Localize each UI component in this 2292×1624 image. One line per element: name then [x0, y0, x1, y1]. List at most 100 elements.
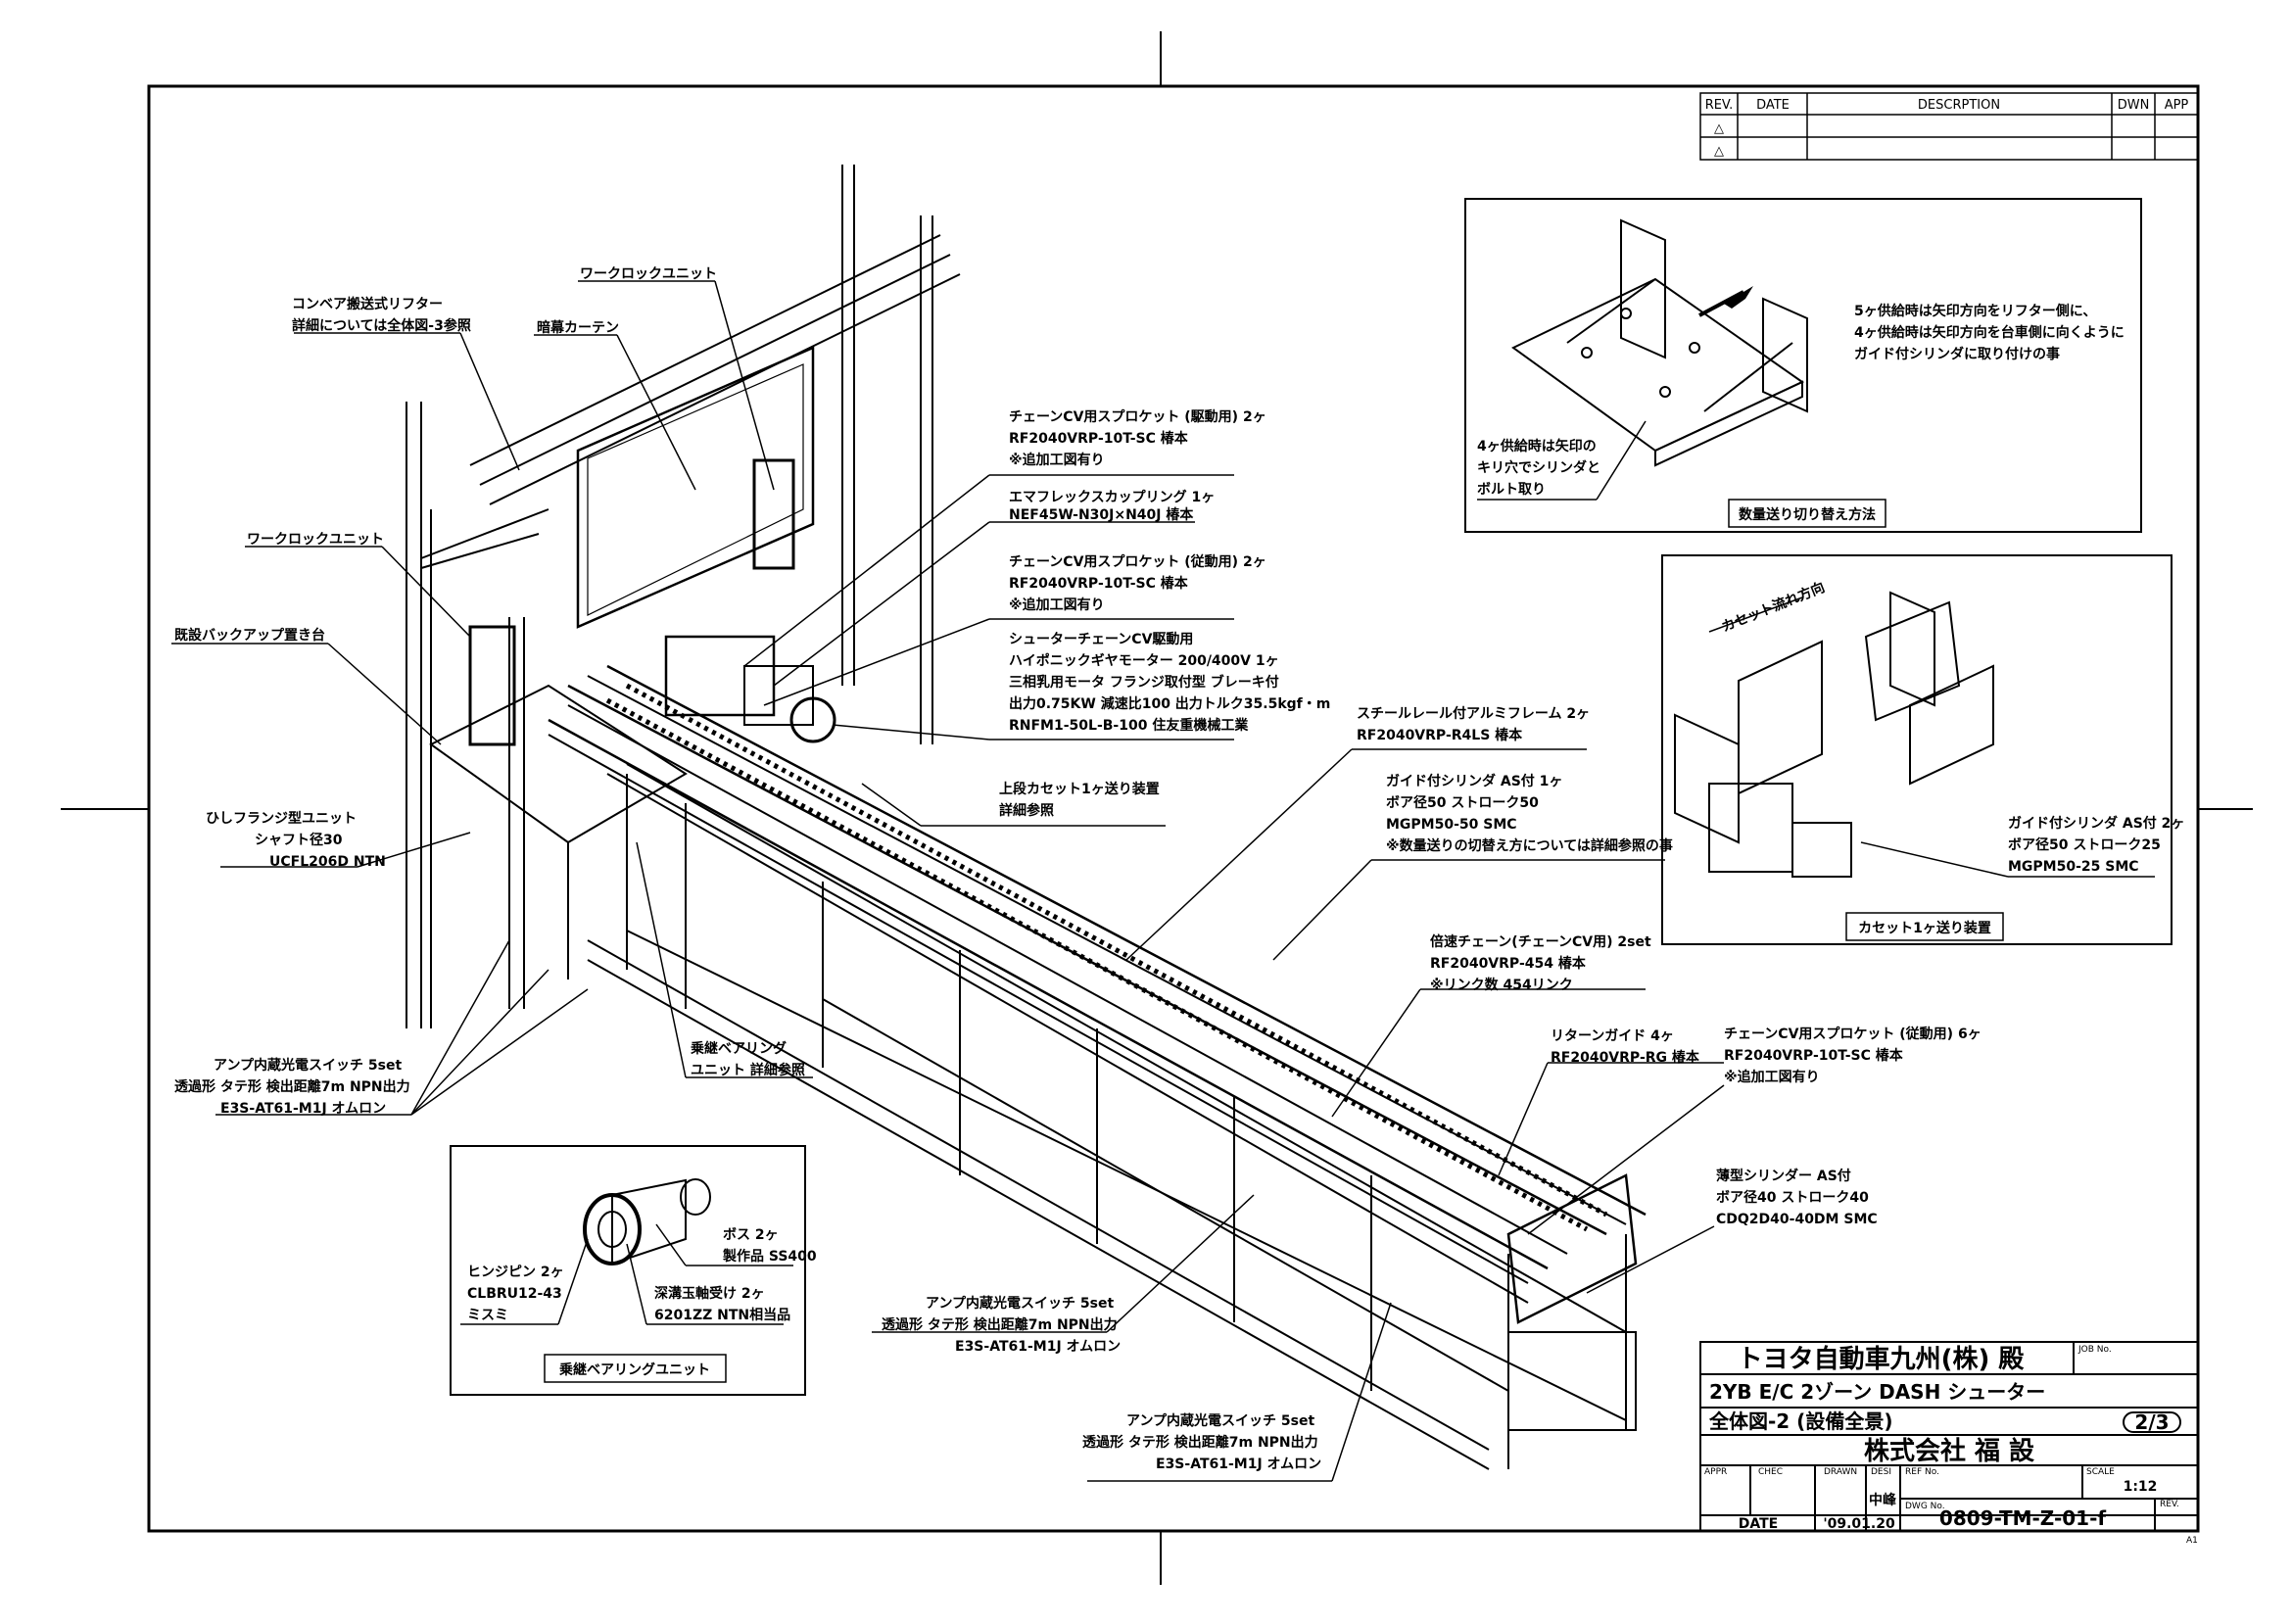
label-backup-stand: 既設バックアップ置き台 [174, 627, 325, 644]
label-sprocket-driven-2: RF2040VRP-10T-SC 椿本 [1009, 575, 1189, 592]
qty-note-3: ガイド付シリンダに取り付けの事 [1854, 346, 2060, 362]
label-upper-cassette-2: 詳細参照 [999, 802, 1054, 819]
dwn-header: DWN [2118, 98, 2150, 113]
label-thin-cylinder-2: ボア径40 ストローク40 [1716, 1189, 1869, 1206]
bearing-hinge-1: ヒンジピン 2ヶ [467, 1265, 564, 1280]
dwg-no-label: DWG No. [1905, 1502, 1945, 1511]
label-sensor-left-3: E3S-AT61-M1J オムロン [220, 1101, 386, 1117]
designer-name: 中峰 [1869, 1492, 1897, 1508]
label-flange-unit-1: ひしフランジ型ユニット [206, 810, 357, 827]
drawn-label: DRAWN [1824, 1467, 1857, 1477]
label-work-lock-top: ワークロックユニット [580, 266, 717, 282]
label-return-guide-1: リターンガイド 4ヶ [1551, 1028, 1674, 1044]
label-sprocket-drive-2: RF2040VRP-10T-SC 椿本 [1009, 430, 1189, 447]
qty-caption: 数量送り切り替え方法 [1739, 506, 1876, 523]
label-sensor-bottom-3: E3S-AT61-M1J オムロン [1156, 1457, 1321, 1472]
customer-name: トヨタ自動車九州(株) 殿 [1738, 1344, 2025, 1374]
leader-lines [171, 280, 1725, 1482]
label-double-chain-2: RF2040VRP-454 椿本 [1430, 955, 1587, 972]
label-sprocket-driven-1: チェーンCV用スプロケット (従動用) 2ヶ [1009, 553, 1266, 570]
bearing-hinge-2: CLBRU12-43 [467, 1286, 562, 1302]
label-motor-5: RNFM1-50L-B-100 住友重機械工業 [1009, 717, 1249, 734]
date-label: DATE [1739, 1516, 1778, 1532]
label-motor-3: 三相乳用モータ フランジ取付型 ブレーキ付 [1009, 674, 1279, 691]
machine-isometric-view [406, 165, 1647, 1470]
label-guide-cylinder-2: ボア径50 ストローク50 [1386, 794, 1539, 811]
label-sprocket-drive-3: ※追加工図有り [1009, 452, 1105, 468]
job-no-label: JOB No. [2077, 1345, 2112, 1355]
qty-note-1: 5ヶ供給時は矢印方向をリフター側に、 [1854, 303, 2096, 319]
label-coupling-2: NEF45W-N30J×N40J 椿本 [1009, 506, 1194, 523]
chec-label: CHEC [1758, 1467, 1783, 1477]
bearing-boss-1: ボス 2ヶ [723, 1227, 779, 1243]
label-sprocket-driven6-3: ※追加工図有り [1724, 1069, 1820, 1085]
cassette-cylinder-2: ボア径50 ストローク25 [2008, 836, 2161, 853]
cassette-direction: カセット流れ方向 [1719, 579, 1827, 636]
drawing-number: 0809-TM-Z-01-f [1939, 1506, 2106, 1530]
sheet-number: 2/3 [2134, 1410, 2169, 1434]
detail-quantity-switch: 5ヶ供給時は矢印方向をリフター側に、 4ヶ供給時は矢印方向を台車側に向くように … [1464, 198, 2142, 533]
label-guide-cylinder-4: ※数量送りの切替え方については詳細参照の事 [1386, 837, 1673, 854]
label-roller-bearing-1: 乗継ベアリング [690, 1040, 787, 1057]
cassette-cylinder-3: MGPM50-25 SMC [2008, 859, 2139, 875]
rev-header: REV. [1705, 98, 1734, 113]
appr-label: APPR [1704, 1467, 1727, 1477]
bearing-ball-2: 6201ZZ NTN相当品 [654, 1307, 790, 1323]
label-sensor-left-1: アンプ内蔵光電スイッチ 5set [214, 1057, 402, 1074]
label-thin-cylinder-1: 薄型シリンダー AS付 [1716, 1168, 1851, 1184]
label-steel-rail-2: RF2040VRP-R4LS 椿本 [1357, 727, 1523, 743]
rev-row-2: △ [1714, 144, 1724, 159]
label-sprocket-driven-3: ※追加工図有り [1009, 597, 1105, 613]
desi-label: DESI [1871, 1467, 1891, 1477]
label-flange-unit-3: UCFL206D NTN [269, 854, 386, 870]
label-double-chain-3: ※リンク数 454リンク [1430, 977, 1573, 993]
drawing-date: '09.01.20 [1823, 1516, 1895, 1532]
qty-note-2: 4ヶ供給時は矢印方向を台車側に向くように [1854, 324, 2125, 341]
callout-labels: コンベア搬送式リフター 詳細については全体図-3参照 ワークロックユニット 暗幕… [174, 266, 1982, 1472]
label-sensor-left-2: 透過形 タテ形 検出距離7m NPN出力 [174, 1078, 410, 1095]
cassette-caption: カセット1ヶ送り装置 [1858, 920, 1991, 936]
drawing-title: 全体図-2 (設備全景) [1708, 1409, 1892, 1433]
label-roller-bearing-2: ユニット 詳細参照 [691, 1062, 805, 1078]
paper-size: A1 [2186, 1536, 2198, 1546]
label-sensor-mid-3: E3S-AT61-M1J オムロン [955, 1339, 1121, 1355]
cassette-cylinder-1: ガイド付シリンダ AS付 2ヶ [2008, 815, 2184, 832]
detail-cassette-feed: カセット流れ方向 ガイド付シリンダ AS付 2ヶ ボア径50 ストローク25 M… [1661, 554, 2184, 945]
label-double-chain-1: 倍速チェーン(チェーンCV用) 2set [1430, 933, 1651, 950]
bearing-boss-2: 製作品 SS400 [722, 1248, 817, 1265]
app-header: APP [2165, 98, 2189, 113]
label-sensor-mid-2: 透過形 タテ形 検出距離7m NPN出力 [882, 1316, 1118, 1333]
scale-value: 1:12 [2124, 1479, 2158, 1495]
label-return-guide-2: RF2040VRP-RG 椿本 [1551, 1049, 1700, 1066]
qty-note2-3: ボルト取り [1477, 482, 1546, 498]
scale-label: SCALE [2086, 1467, 2115, 1477]
title-block-text: トヨタ自動車九州(株) 殿 JOB No. 2YB E/C 2ゾーン DASH … [1704, 1344, 2198, 1546]
label-sprocket-driven6-1: チェーンCV用スプロケット (従動用) 6ヶ [1724, 1026, 1982, 1042]
title-block [1699, 1341, 2199, 1532]
rev-row-1: △ [1714, 121, 1724, 136]
label-sprocket-drive-1: チェーンCV用スプロケット (駆動用) 2ヶ [1009, 408, 1266, 425]
label-sensor-mid-1: アンプ内蔵光電スイッチ 5set [926, 1295, 1114, 1312]
label-sprocket-driven6-2: RF2040VRP-10T-SC 椿本 [1724, 1047, 1904, 1064]
label-motor-4: 出力0.75KW 減速比100 出力トルク35.5kgf・m [1009, 695, 1330, 712]
qty-note2-1: 4ヶ供給時は矢印の [1477, 438, 1597, 454]
label-guide-cylinder-3: MGPM50-50 SMC [1386, 817, 1517, 833]
qty-note2-2: キリ穴でシリンダと [1477, 459, 1600, 476]
description-header: DESCRPTION [1918, 98, 2000, 113]
label-upper-cassette-1: 上段カセット1ヶ送り装置 [999, 781, 1160, 797]
label-conveyor-lifter-2: 詳細については全体図-3参照 [292, 317, 471, 334]
label-steel-rail-1: スチールレール付アルミフレーム 2ヶ [1357, 705, 1590, 722]
bearing-caption: 乗継ベアリングユニット [558, 1361, 710, 1378]
detail-roller-bearing: ボス 2ヶ 製作品 SS400 ヒンジピン 2ヶ CLBRU12-43 ミスミ … [450, 1145, 817, 1396]
revision-table [1699, 92, 2199, 161]
center-marks [61, 31, 2253, 1585]
label-conveyor-lifter-1: コンベア搬送式リフター [292, 296, 443, 312]
date-header: DATE [1756, 98, 1790, 113]
label-thin-cylinder-3: CDQ2D40-40DM SMC [1716, 1212, 1878, 1227]
label-guide-cylinder-1: ガイド付シリンダ AS付 1ヶ [1386, 773, 1562, 789]
ref-no-label: REF No. [1905, 1467, 1939, 1477]
bearing-hinge-3: ミスミ [467, 1308, 508, 1323]
project-name: 2YB E/C 2ゾーン DASH シューター [1709, 1380, 2045, 1404]
